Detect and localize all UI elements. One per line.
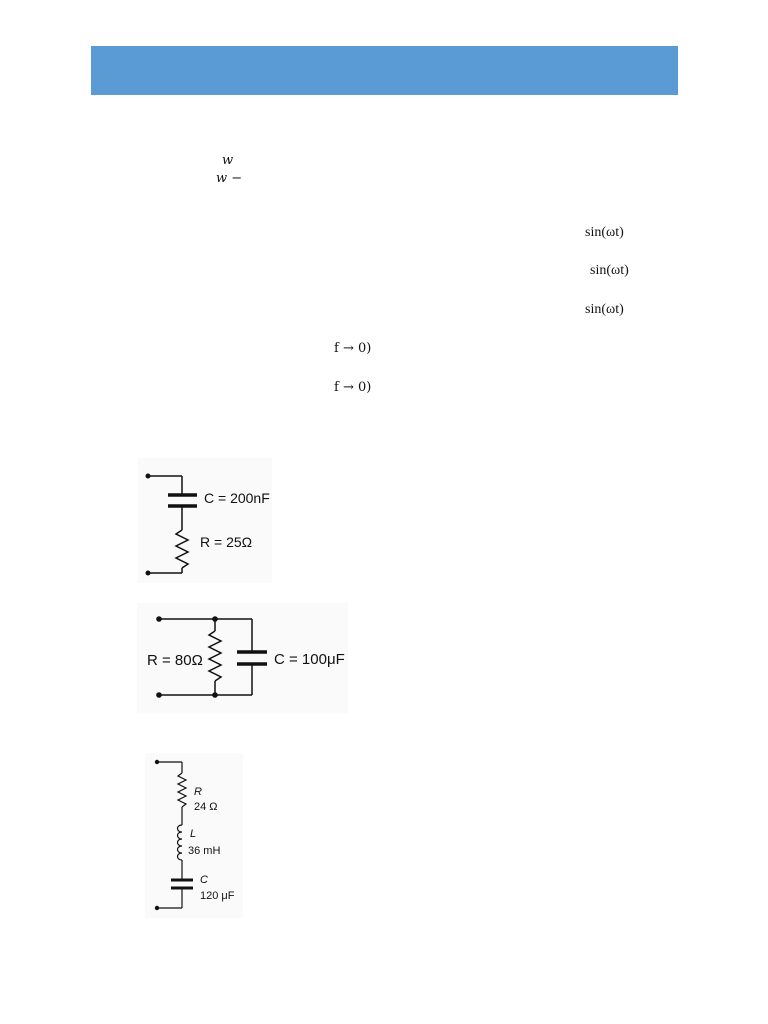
capacitor-name: C — [200, 874, 208, 886]
header-bar — [91, 46, 678, 95]
circuit-rc-parallel: R = 80Ω C = 100μF — [137, 603, 348, 713]
math-var-w: w — [222, 153, 234, 168]
resistor-value: 24 Ω — [194, 801, 218, 813]
resistor-label: R = 80Ω — [147, 652, 203, 669]
sin-expression: sin(ωt) — [585, 225, 624, 240]
inductor-name: L — [190, 828, 196, 840]
inductor-value: 36 mH — [188, 845, 220, 857]
capacitor-label: C = 200nF — [204, 490, 270, 506]
sin-expression: sin(ωt) — [590, 263, 629, 278]
limit-expression: f → 0) — [334, 341, 372, 356]
capacitor-value: 120 μF — [200, 890, 235, 902]
limit-expression: f → 0) — [334, 380, 372, 395]
circuit-rlc-series: R 24 Ω L 36 mH C 120 μF — [145, 753, 243, 918]
circuit-rc-series: C = 200nF R = 25Ω — [138, 458, 272, 583]
resistor-label: R = 25Ω — [200, 534, 252, 550]
resistor-name: R — [194, 786, 202, 798]
sin-expression: sin(ωt) — [585, 302, 624, 317]
capacitor-label: C = 100μF — [274, 651, 345, 668]
math-var-w-minus: w − — [216, 171, 243, 186]
